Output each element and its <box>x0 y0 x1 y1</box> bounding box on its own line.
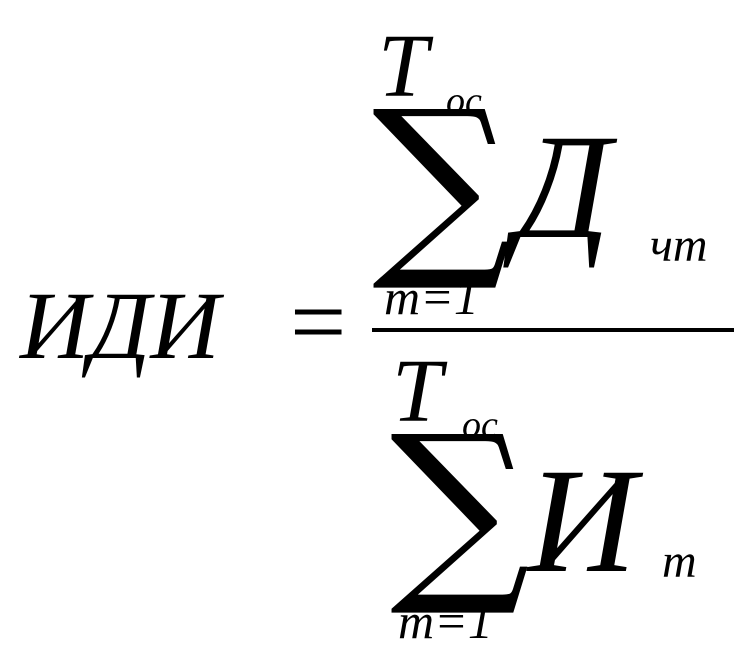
numerator-term-subscript: чт <box>650 219 708 272</box>
numerator-lower-limit: m=1 <box>384 269 479 325</box>
denominator-sum-symbol: ∑ <box>390 394 530 622</box>
denominator-term-subscript: m <box>662 535 697 588</box>
denominator-upper-limit: T <box>392 342 443 441</box>
numerator-upper-limit: T <box>378 17 429 116</box>
fraction-bar <box>372 328 734 332</box>
equals-sign: = <box>290 266 347 377</box>
numerator-upper-limit-subscript: oc <box>446 80 482 122</box>
denominator-upper-limit-subscript: oc <box>462 404 498 446</box>
numerator-sum-symbol: ∑ <box>372 69 512 297</box>
lhs-variable: ИДИ <box>20 272 220 379</box>
denominator-lower-limit: m=1 <box>398 593 493 649</box>
denominator-term: И <box>528 438 637 604</box>
numerator-term: Д <box>515 104 611 270</box>
